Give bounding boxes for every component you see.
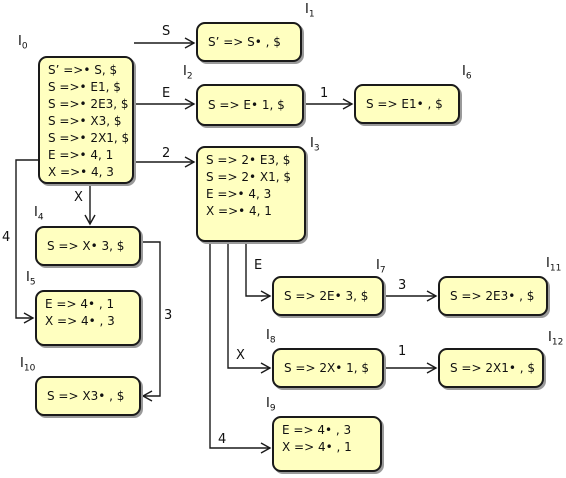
state-i4: S => X• 3, $ bbox=[35, 226, 141, 266]
transition-symbol: 2 bbox=[162, 146, 171, 161]
state-name-index: 9 bbox=[269, 403, 276, 414]
lr-item: X => 4• , 3 bbox=[45, 314, 115, 328]
transition-symbol: X bbox=[236, 348, 245, 363]
state-name-letter: I bbox=[266, 328, 270, 343]
state-name-i9: I9 bbox=[266, 396, 276, 414]
lr-item: S =>• E1, $ bbox=[48, 80, 121, 94]
lr-item: X =>• 4, 1 bbox=[206, 204, 272, 218]
state-name-letter: I bbox=[305, 2, 309, 17]
state-i9: E => 4• , 3 X => 4• , 1 bbox=[272, 416, 382, 472]
state-name-i7: I7 bbox=[376, 258, 386, 276]
transition-i3-i8 bbox=[227, 242, 272, 374]
state-name-i1: I1 bbox=[305, 2, 315, 20]
state-name-i2: I2 bbox=[183, 64, 193, 82]
lr-item: S =>• X3, $ bbox=[48, 114, 122, 128]
lr-item: S => X• 3, $ bbox=[47, 238, 125, 253]
state-name-i8: I8 bbox=[266, 328, 276, 346]
lr-item: S => X3• , $ bbox=[47, 388, 125, 403]
state-name-i3: I3 bbox=[310, 136, 320, 154]
state-name-letter: I bbox=[18, 34, 22, 49]
lr-item: S’ => S• , $ bbox=[208, 34, 281, 49]
lr-item: S => 2E3• , $ bbox=[450, 288, 535, 303]
transition-symbol: 1 bbox=[398, 344, 407, 359]
state-i12: S => 2X1• , $ bbox=[438, 348, 544, 388]
state-name-letter: I bbox=[546, 256, 550, 271]
state-i3: S => 2• E3, $ S => 2• X1, $ E =>• 4, 3 X =>… bbox=[196, 146, 306, 242]
state-i2: S => E• 1, $ bbox=[196, 84, 304, 126]
transition-symbol: 1 bbox=[320, 86, 329, 101]
transition-symbol: E bbox=[254, 258, 263, 273]
state-name-i5: I5 bbox=[26, 270, 36, 288]
state-i6: S => E1• , $ bbox=[354, 84, 460, 124]
state-i11: S => 2E3• , $ bbox=[438, 276, 548, 316]
state-i7: S => 2E• 3, $ bbox=[272, 276, 384, 316]
state-name-letter: I bbox=[183, 64, 187, 79]
transition-symbol: S bbox=[162, 24, 171, 39]
state-name-i4: I4 bbox=[34, 205, 44, 223]
lr-item: S => 2E• 3, $ bbox=[284, 288, 369, 303]
state-name-letter: I bbox=[266, 396, 270, 411]
state-name-index: 6 bbox=[465, 71, 472, 82]
state-name-letter: I bbox=[34, 205, 38, 220]
transition-i3-i7 bbox=[245, 242, 272, 302]
transition-i4-i10 bbox=[141, 241, 161, 402]
transition-symbol: 3 bbox=[398, 278, 407, 293]
lr-item: E => 4• , 1 bbox=[45, 297, 115, 311]
state-name-letter: I bbox=[26, 270, 30, 285]
transition-i3-i9 bbox=[209, 242, 272, 454]
lr-item: S => 2X1• , $ bbox=[450, 360, 536, 375]
lr-item: S =>• 2E3, $ bbox=[48, 97, 129, 111]
lr-item: X =>• 4, 3 bbox=[48, 165, 114, 179]
state-name-index: 0 bbox=[21, 41, 28, 52]
lr-item: S => 2• X1, $ bbox=[206, 170, 292, 184]
lr-item: S => 2• E3, $ bbox=[206, 153, 291, 167]
lr-item: S’ =>• S, $ bbox=[48, 63, 118, 77]
state-i8: S => 2X• 1, $ bbox=[272, 348, 384, 388]
transition-symbol: E bbox=[162, 86, 171, 101]
lr-item: E =>• 4, 3 bbox=[206, 187, 272, 201]
state-name-letter: I bbox=[462, 64, 466, 79]
state-name-letter: I bbox=[548, 330, 552, 345]
transition-edges bbox=[15, 37, 438, 454]
lr-item: S => E1• , $ bbox=[366, 96, 443, 111]
state-name-index: 4 bbox=[37, 212, 44, 223]
state-name-index: 7 bbox=[379, 265, 386, 276]
lr-item: E => 4• , 3 bbox=[282, 423, 352, 437]
lr-item: S =>• 2X1, $ bbox=[48, 131, 130, 145]
state-name-letter: I bbox=[20, 356, 24, 371]
state-i1: S’ => S• , $ bbox=[196, 22, 302, 62]
state-name-index: 3 bbox=[313, 143, 320, 154]
transition-symbol: 3 bbox=[164, 308, 173, 323]
transition-symbol: 4 bbox=[2, 230, 11, 245]
state-name-i12: I12 bbox=[548, 330, 563, 348]
lr-item: S => E• 1, $ bbox=[208, 97, 285, 112]
state-name-letter: I bbox=[376, 258, 380, 273]
lr-item: X => 4• , 1 bbox=[282, 440, 352, 454]
state-name-index: 2 bbox=[186, 71, 193, 82]
state-name-index: 11 bbox=[549, 263, 562, 274]
state-name-i6: I6 bbox=[462, 64, 472, 82]
state-name-i0: I0 bbox=[18, 34, 28, 52]
state-name-index: 8 bbox=[269, 335, 276, 346]
state-i0: S’ =>• S, $ S =>• E1, $ S =>• 2E3, $ S =>• … bbox=[38, 56, 134, 184]
state-name-i10: I10 bbox=[20, 356, 35, 374]
state-i5: E => 4• , 1 X => 4• , 3 bbox=[35, 290, 141, 346]
state-name-letter: I bbox=[310, 136, 314, 151]
state-name-index: 5 bbox=[29, 277, 36, 288]
transition-i0-i5 bbox=[15, 159, 38, 324]
transition-symbol: X bbox=[74, 190, 83, 205]
state-i10: S => X3• , $ bbox=[35, 376, 141, 416]
lr-item: S => 2X• 1, $ bbox=[284, 360, 370, 375]
state-name-index: 1 bbox=[308, 9, 315, 20]
transition-symbol: 4 bbox=[218, 432, 227, 447]
state-name-i11: I11 bbox=[546, 256, 561, 274]
state-name-index: 12 bbox=[551, 337, 564, 348]
lr-item: E =>• 4, 1 bbox=[48, 148, 114, 162]
state-name-index: 10 bbox=[23, 363, 36, 374]
